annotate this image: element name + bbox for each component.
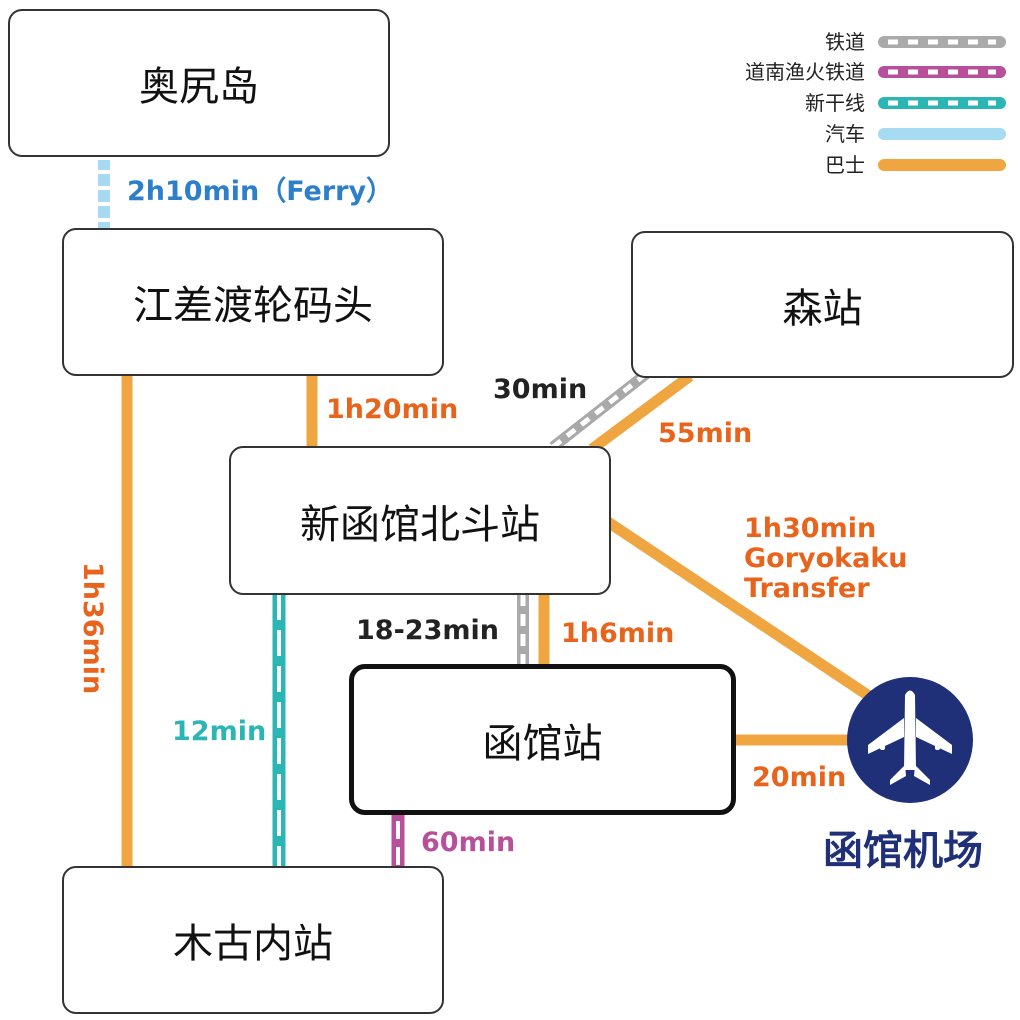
airplane-icon [847,677,973,803]
route-time-mori-shin-rail: 30min [493,374,588,405]
route-time-okushiri-esashi: 2h10min（Ferry） [127,176,394,207]
route-time-mori-shin-bus: 55min [658,418,753,449]
rail-line-mori-shin [549,369,650,452]
station-kikonai: 木古内站 [62,866,444,1014]
station-esashi-ferry: 江差渡轮码头 [62,228,444,376]
route-time-hakodate-airport: 20min [752,762,847,793]
bus-line-shin-airport [604,517,879,705]
station-okushiri: 奥尻岛 [8,9,390,157]
route-time-shin-hakodate-bus: 1h6min [561,618,675,649]
route-time-shin-kikonai: 12min [172,716,267,747]
airport-name: 函馆机场 [823,828,983,874]
station-hakodate: 函馆站 [349,664,736,815]
route-time-esashi-shin: 1h20min [326,394,459,425]
station-shin-hakodate-hokuto: 新函馆北斗站 [229,446,611,595]
legend-label-car: 汽车 [825,122,865,146]
route-time-shin-airport-transfer: Transfer [744,573,870,604]
route-time-shin-airport-via: Goryokaku [744,543,908,574]
route-time-shin-airport-time: 1h30min [744,513,877,544]
legend-label-rail: 铁道 [825,30,865,54]
legend-label-bus: 巴士 [825,153,865,177]
legend-label-shinkansen: 新干线 [805,91,865,115]
route-time-shin-hakodate-rail: 18-23min [356,615,499,646]
route-time-shin-airport: 1h30min Goryokaku Transfer [744,514,908,604]
station-mori: 森站 [631,231,1014,378]
route-time-hakodate-kikonai: 60min [421,827,516,858]
legend-swatches [878,36,1006,171]
bus-line-mori-shin [588,371,694,454]
legend-label-isaribi: 道南渔火铁道 [745,60,865,84]
